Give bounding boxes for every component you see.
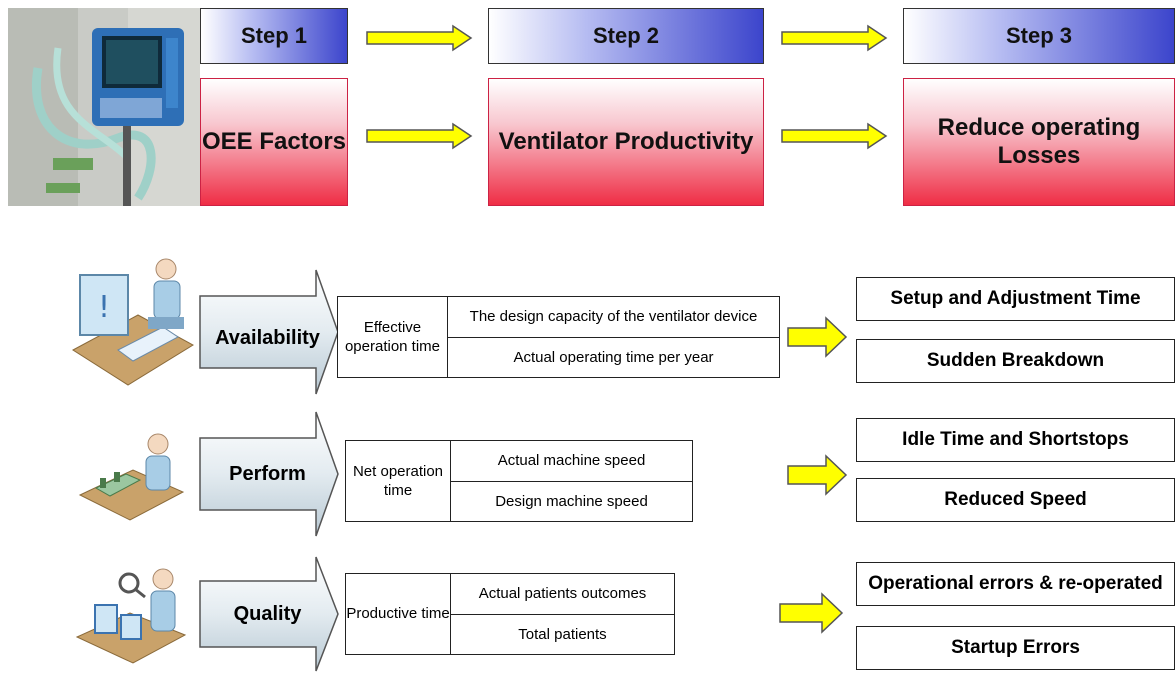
quality-metric-table: Productive time Actual patients outcomes… [345, 573, 675, 655]
loss-reduced-speed: Reduced Speed [856, 478, 1175, 522]
arrow-step1-step2-bottom [366, 122, 473, 150]
availability-metric-table: Effective operation time The design capa… [337, 296, 780, 378]
quality-numerator: Actual patients outcomes [478, 585, 647, 603]
quality-loss-arrow [779, 592, 844, 634]
metric-net-operation-time: Net operation time [346, 441, 451, 521]
loss-setup-adjustment: Setup and Adjustment Time [856, 277, 1175, 321]
arrow-step1-step2-top [366, 24, 473, 52]
perform-denominator: Design machine speed [451, 480, 692, 522]
availability-denominator: Actual operating time per year [448, 336, 779, 378]
metric-effective-operation-time: Effective operation time [338, 297, 448, 377]
arrow-step2-step3-bottom [781, 122, 888, 150]
metric-productive-time: Productive time [346, 574, 451, 654]
factor-availability: Availability [215, 326, 320, 349]
availability-arrow [199, 269, 339, 395]
perform-numerator: Actual machine speed [497, 452, 646, 470]
perform-loss-arrow [787, 454, 848, 496]
worker-analysis-icon: ! [68, 255, 198, 395]
step-1-header: Step 1 [200, 8, 348, 64]
perform-arrow [199, 411, 339, 537]
quality-arrow [199, 556, 339, 672]
worker-inspection-icon [75, 565, 190, 670]
svg-text:!: ! [98, 290, 110, 325]
availability-loss-arrow [787, 316, 848, 358]
worker-factory-icon [78, 430, 188, 530]
quality-denominator: Total patients [451, 613, 674, 655]
loss-sudden-breakdown: Sudden Breakdown [856, 339, 1175, 383]
perform-metric-table: Net operation time Actual machine speed … [345, 440, 693, 522]
loss-idle-time-shortstops: Idle Time and Shortstops [856, 418, 1175, 462]
ventilator-photo [8, 8, 200, 206]
step-1-box: OEE Factors [200, 78, 348, 206]
arrow-step2-step3-top [781, 24, 888, 52]
loss-operational-errors: Operational errors & re-operated [856, 562, 1175, 606]
step-2-box: Ventilator Productivity [488, 78, 764, 206]
loss-startup-errors: Startup Errors [856, 626, 1175, 670]
factor-perform: Perform [229, 462, 306, 485]
availability-numerator: The design capacity of the ventilator de… [469, 308, 758, 326]
step-3-header: Step 3 [903, 8, 1175, 64]
step-3-box: Reduce operating Losses [903, 78, 1175, 206]
step-2-header: Step 2 [488, 8, 764, 64]
factor-quality: Quality [233, 602, 302, 625]
